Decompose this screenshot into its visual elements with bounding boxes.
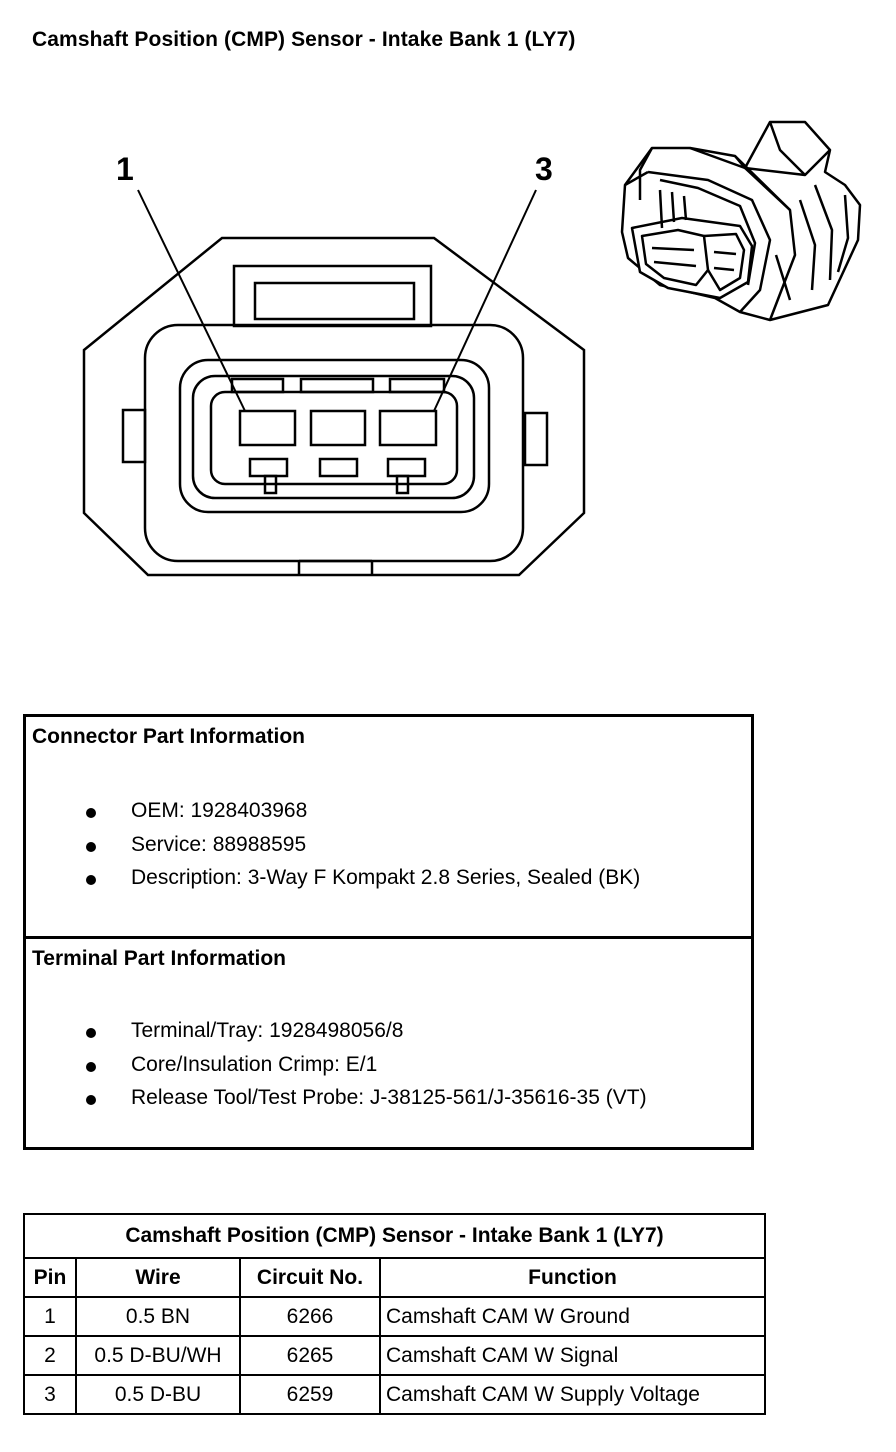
pin-label-1: 1	[116, 151, 134, 187]
table-row: 1 0.5 BN 6266 Camshaft CAM W Ground	[23, 1296, 766, 1337]
page-title: Camshaft Position (CMP) Sensor - Intake …	[32, 28, 576, 51]
function-cell: Camshaft CAM W Signal	[379, 1335, 766, 1376]
pin-cell: 1	[23, 1296, 77, 1337]
column-header-function: Function	[379, 1257, 766, 1298]
connector-isometric-image	[620, 120, 862, 322]
list-item: Terminal/Tray: 1928498056/8	[26, 1017, 647, 1051]
connector-part-list: OEM: 1928403968 Service: 88988595 Descri…	[26, 797, 640, 898]
table-row: 3 0.5 D-BU 6259 Camshaft CAM W Supply Vo…	[23, 1374, 766, 1415]
pinout-table-caption: Camshaft Position (CMP) Sensor - Intake …	[23, 1213, 766, 1259]
pin-1-leader	[137, 189, 246, 412]
pin-3-leader	[433, 189, 537, 412]
bullet-icon	[86, 1095, 96, 1105]
column-header-circuit: Circuit No.	[239, 1257, 381, 1298]
bullet-icon	[86, 875, 96, 885]
pinout-table: Camshaft Position (CMP) Sensor - Intake …	[23, 1213, 766, 1415]
bullet-icon	[86, 1028, 96, 1038]
bullet-icon	[86, 841, 96, 852]
pin-cell: 3	[23, 1374, 77, 1415]
terminal-release-tool: Release Tool/Test Probe: J-38125-561/J-3…	[131, 1086, 647, 1109]
table-row: 2 0.5 D-BU/WH 6265 Camshaft CAM W Signal	[23, 1335, 766, 1376]
connector-oem: OEM: 1928403968	[131, 799, 308, 822]
connector-part-information-heading: Connector Part Information	[32, 725, 306, 748]
bullet-icon	[86, 1061, 96, 1072]
wire-cell: 0.5 D-BU/WH	[75, 1335, 241, 1376]
terminal-part-information: Terminal Part Information Terminal/Tray:…	[26, 939, 751, 1147]
terminal-cavity-2	[309, 409, 367, 447]
connector-part-information: Connector Part Information OEM: 19284039…	[26, 717, 751, 939]
list-item: Description: 3-Way F Kompakt 2.8 Series,…	[26, 864, 640, 898]
bullet-icon	[86, 808, 96, 818]
list-item: Core/Insulation Crimp: E/1	[26, 1051, 647, 1085]
wire-cell: 0.5 D-BU	[75, 1374, 241, 1415]
connector-seal-outer	[178, 358, 491, 514]
connector-housing-outline	[82, 236, 586, 577]
terminal-tray: Terminal/Tray: 1928498056/8	[131, 1019, 404, 1042]
list-item: Service: 88988595	[26, 831, 640, 865]
connector-service: Service: 88988595	[131, 832, 307, 856]
terminal-part-list: Terminal/Tray: 1928498056/8 Core/Insulat…	[26, 1017, 647, 1118]
pin-cell: 2	[23, 1335, 77, 1376]
function-cell: Camshaft CAM W Ground	[379, 1296, 766, 1337]
table-header-row: Pin Wire Circuit No. Function	[23, 1257, 766, 1298]
function-cell: Camshaft CAM W Supply Voltage	[379, 1374, 766, 1415]
connector-side-tab-left	[121, 408, 147, 464]
circuit-cell: 6259	[239, 1374, 381, 1415]
connector-diagram: 1 3	[82, 120, 862, 577]
list-item: OEM: 1928403968	[26, 797, 640, 831]
circuit-cell: 6266	[239, 1296, 381, 1337]
column-header-wire: Wire	[75, 1257, 241, 1298]
circuit-cell: 6265	[239, 1335, 381, 1376]
column-header-pin: Pin	[23, 1257, 77, 1298]
connector-description: Description: 3-Way F Kompakt 2.8 Series,…	[131, 866, 641, 889]
terminal-crimp: Core/Insulation Crimp: E/1	[131, 1052, 378, 1076]
terminal-part-information-heading: Terminal Part Information	[32, 947, 286, 970]
list-item: Release Tool/Test Probe: J-38125-561/J-3…	[26, 1084, 647, 1118]
wire-cell: 0.5 BN	[75, 1296, 241, 1337]
connector-latch	[232, 264, 433, 328]
terminal-cavity-3	[378, 409, 438, 447]
connector-seal-inner	[191, 374, 476, 500]
connector-side-tab-right	[523, 411, 549, 467]
pin-label-3: 3	[535, 151, 553, 187]
part-information-box: Connector Part Information OEM: 19284039…	[23, 714, 754, 1150]
terminal-cavity-1	[238, 409, 297, 447]
